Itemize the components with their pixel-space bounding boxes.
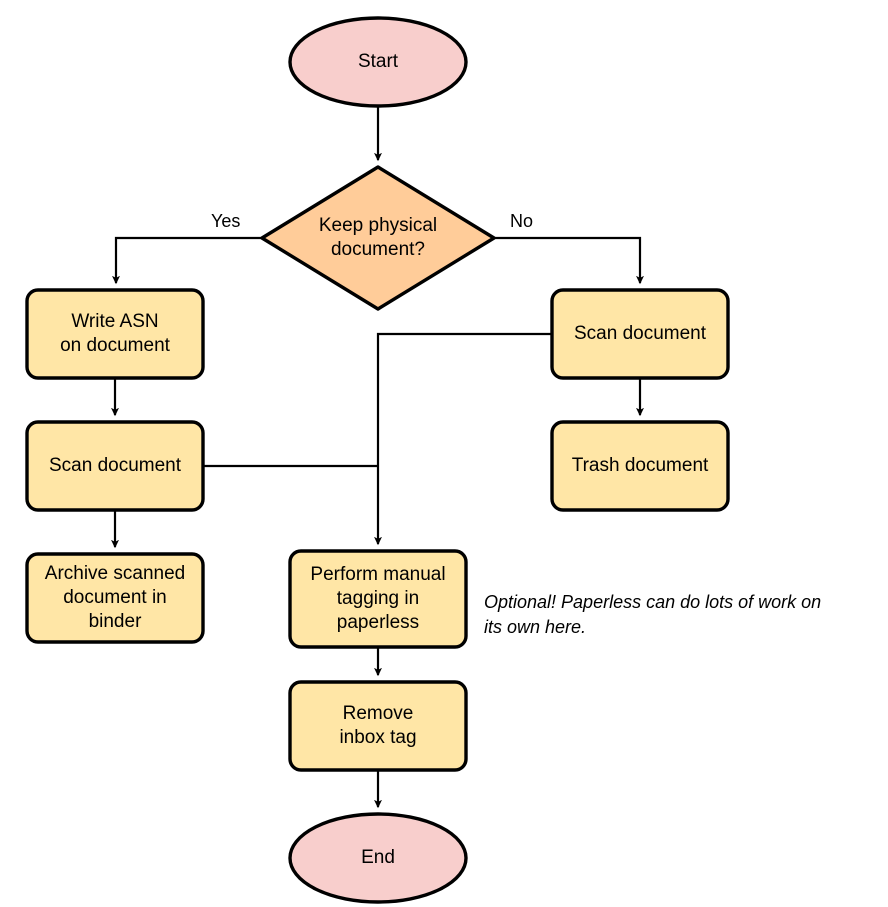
node-write-asn-on-document[interactable] bbox=[25, 288, 205, 380]
edge-label-yes: Yes bbox=[211, 211, 241, 231]
edge-decision-to-scan-right-no bbox=[494, 236, 644, 285]
edges-layer bbox=[111, 106, 644, 809]
node-keep-physical-document[interactable] bbox=[260, 165, 496, 311]
edge-label-no: No bbox=[510, 211, 534, 231]
node-trash-document[interactable] bbox=[550, 420, 730, 512]
optional-note-annotation: Optional! Paperless can do lots of work … bbox=[484, 592, 822, 637]
node-archive-scanned-document-in-binder[interactable] bbox=[25, 552, 205, 644]
nodes-layer bbox=[25, 16, 730, 904]
node-start[interactable] bbox=[288, 16, 468, 108]
node-scan-document-left[interactable] bbox=[25, 420, 205, 512]
edge-decision-to-write-asn-yes bbox=[112, 236, 262, 285]
node-end[interactable] bbox=[288, 812, 468, 904]
node-remove-inbox-tag[interactable] bbox=[288, 680, 468, 772]
node-perform-manual-tagging-in-paperless[interactable] bbox=[288, 549, 468, 649]
node-scan-document-right[interactable] bbox=[550, 288, 730, 380]
edge-scan-right-to-tagging bbox=[374, 332, 552, 546]
